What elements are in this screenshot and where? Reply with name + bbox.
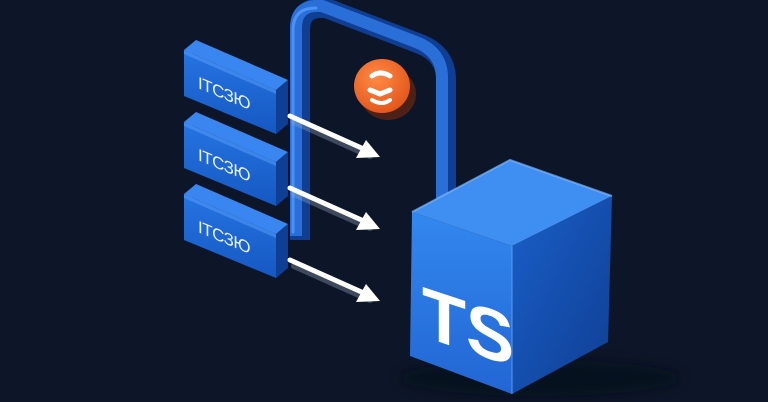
cube-front-face (410, 212, 512, 394)
typescript-cube: TS (410, 158, 613, 394)
arrow-right-icon (287, 257, 380, 303)
arrow-right-icon (287, 185, 380, 231)
cube-side-face (512, 196, 612, 394)
bracket-badge-icon (354, 59, 416, 120)
cube-top-face (412, 160, 612, 246)
gate-frame (290, 0, 456, 240)
module-tile-3: IТСЗЮ (184, 184, 288, 278)
arrow-right-icon (287, 113, 380, 159)
